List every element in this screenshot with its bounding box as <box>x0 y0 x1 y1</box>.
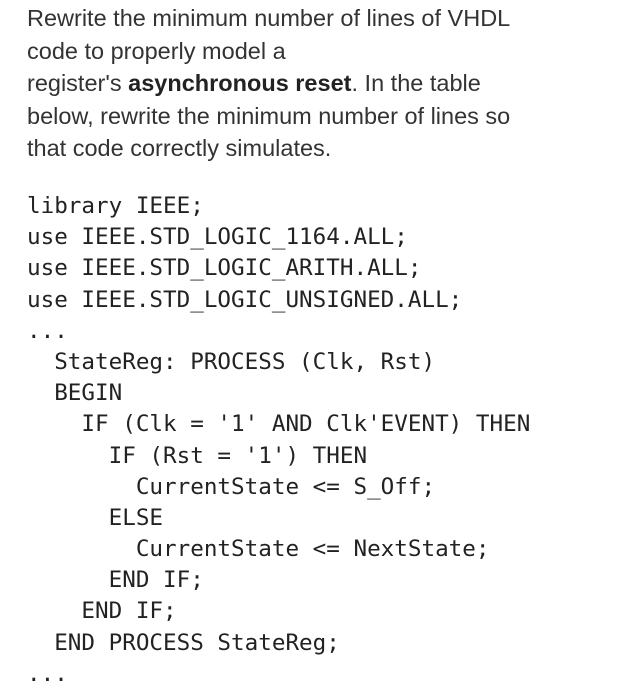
code-line: END PROCESS StateReg; <box>27 629 340 656</box>
code-line: CurrentState <= S_Off; <box>27 473 436 500</box>
code-line: use IEEE.STD_LOGIC_ARITH.ALL; <box>27 255 422 282</box>
code-line: END IF; <box>27 567 204 594</box>
question-text-segment: . In the table <box>351 70 481 97</box>
question-text: Rewrite the minimum number of lines of V… <box>27 2 627 165</box>
question-line: that code correctly simulates. <box>27 135 332 162</box>
code-line: CurrentState <= NextState; <box>27 536 490 563</box>
code-line: BEGIN <box>27 380 123 407</box>
code-line: IF (Rst = '1') THEN <box>27 442 368 469</box>
code-line: IF (Clk = '1' AND Clk'EVENT) THEN <box>27 411 531 438</box>
vhdl-code-block: library IEEE; use IEEE.STD_LOGIC_1164.ALL… <box>27 191 637 690</box>
question-line: below, rewrite the minimum number of lin… <box>27 102 511 129</box>
code-line: library IEEE; <box>27 193 204 219</box>
question-line: Rewrite the minimum number of lines of V… <box>27 5 511 31</box>
code-line: ... <box>27 660 68 687</box>
code-line: ELSE <box>27 504 164 531</box>
code-line: ... <box>27 317 68 344</box>
code-line: use IEEE.STD_LOGIC_1164.ALL; <box>27 224 408 251</box>
question-line: code to properly model a <box>27 37 286 64</box>
code-line: END IF; <box>27 598 177 625</box>
question-emphasis: asynchronous reset <box>128 70 352 97</box>
question-line: register's asynchronous reset. In the ta… <box>27 67 627 100</box>
code-line: use IEEE.STD_LOGIC_UNSIGNED.ALL; <box>27 286 463 313</box>
code-line: StateReg: PROCESS (Clk, Rst) <box>27 348 436 375</box>
question-text-segment: register's <box>27 70 129 97</box>
